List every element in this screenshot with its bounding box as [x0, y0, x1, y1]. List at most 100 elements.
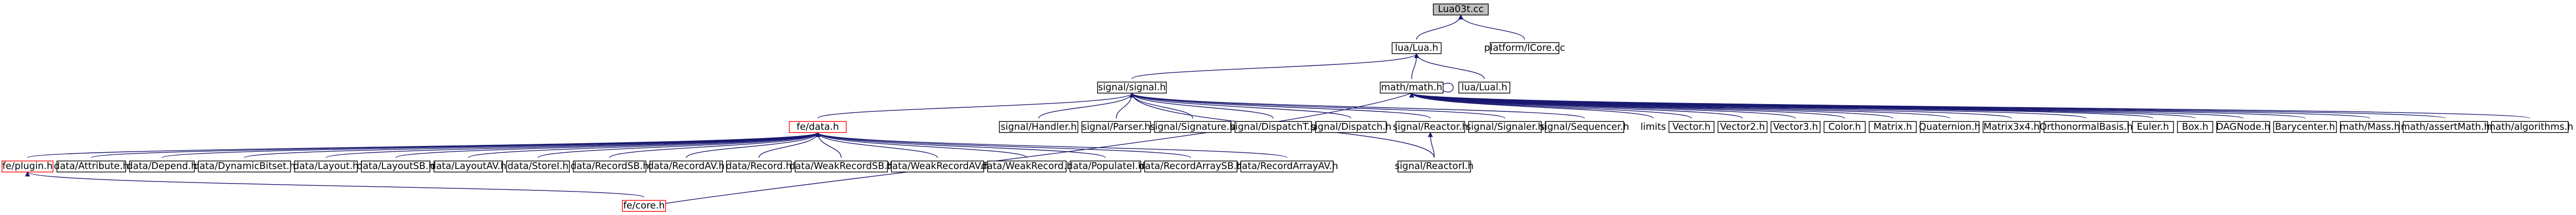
node-dagnode[interactable]: DAGNode.h: [2216, 121, 2270, 133]
node-matrix3x4[interactable]: Matrix3x4.h: [1983, 121, 2041, 133]
node-label-dWeak: data/WeakRecord.h: [981, 161, 1073, 172]
node-matrix[interactable]: Matrix.h: [1869, 121, 1917, 133]
node-fe[interactable]: fe/data.h: [789, 121, 847, 133]
edge-fe-to-dLayoutSB: [395, 132, 819, 159]
node-mathAlgo[interactable]: math/algorithms.h: [2486, 121, 2573, 133]
node-label-sSignaler: signal/Signaler.h: [1466, 121, 1544, 132]
node-mathMass[interactable]: math/Mass.h: [2340, 121, 2400, 133]
node-vector2[interactable]: Vector2.h: [1717, 121, 1768, 133]
node-box-lua_h: [1391, 42, 1442, 54]
node-box-mathMass: [2340, 121, 2400, 133]
node-label-lual: lua/Lual.h: [1461, 82, 1507, 93]
node-box-dWeak: [987, 160, 1067, 173]
node-label-sDispatchT: signal/DispatchT.h: [1230, 121, 1316, 132]
node-box-dWeakSB: [795, 160, 888, 173]
node-box-mathAssert: [2403, 121, 2488, 133]
node-dArraySB[interactable]: data/RecordArraySB.h: [1139, 160, 1243, 173]
node-dWeakSB[interactable]: data/WeakRecordSB.h: [789, 160, 893, 173]
node-box-root: [1432, 3, 1489, 16]
node-label-fePlugin: fe/plugin.h: [2, 161, 52, 172]
edge-math-self-loop: [1443, 83, 1454, 93]
edge-signal-to-fe: [817, 93, 1133, 119]
node-box-sSignature: [1154, 121, 1232, 133]
node-dPopulate[interactable]: data/PopulateI.h: [1067, 160, 1144, 173]
node-dStore[interactable]: data/StoreI.h: [506, 160, 570, 173]
node-sSignature[interactable]: signal/Signature.h: [1150, 121, 1235, 133]
edge-signal-to-sDispatchT: [1132, 93, 1274, 119]
node-box-vector3: [1770, 121, 1821, 133]
node-mathAssert[interactable]: math/assertMath.h: [2401, 121, 2490, 133]
node-dLayoutSB[interactable]: data/LayoutSB.h: [357, 160, 435, 173]
node-limits[interactable]: limits: [1640, 121, 1666, 132]
node-dWeakAV[interactable]: data/WeakRecordAV.h: [886, 160, 989, 173]
node-barycenter[interactable]: Barycenter.h: [2273, 121, 2337, 133]
edge-fe-to-dDepend: [161, 132, 819, 159]
node-box-sHandler: [999, 121, 1079, 133]
node-fePlugin[interactable]: fe/plugin.h: [2, 160, 54, 173]
node-lua_h[interactable]: lua/Lua.h: [1391, 42, 1442, 54]
node-color[interactable]: Color.h: [1823, 121, 1866, 133]
node-label-dDynBitset: data/DynamicBitset.h: [193, 161, 295, 172]
node-ortho[interactable]: OrthonormalBasis.h: [2039, 121, 2132, 133]
node-box-lual: [1458, 82, 1510, 94]
node-dDynBitset[interactable]: data/DynamicBitset.h: [193, 160, 295, 173]
node-label-color: Color.h: [1828, 121, 1861, 132]
node-sSignaler[interactable]: signal/Signaler.h: [1466, 121, 1544, 133]
edge-math-to-vector: [1411, 93, 1692, 119]
node-lual[interactable]: lua/Lual.h: [1458, 82, 1510, 94]
node-label-dWeakAV: data/WeakRecordAV.h: [886, 161, 988, 172]
node-quaternion[interactable]: Quaternion.h: [1919, 121, 1980, 133]
node-sParser[interactable]: signal/Parser.h: [1081, 121, 1151, 133]
node-box-dPopulate: [1069, 160, 1141, 173]
node-box-sSequencer: [1545, 121, 1624, 133]
node-box-sReactor: [1395, 121, 1465, 133]
node-dRecordAV[interactable]: data/RecordAV.h: [648, 160, 725, 173]
node-label-sDispatch: signal/Dispatch.h: [1310, 121, 1392, 132]
node-label-dPopulate: data/PopulateI.h: [1067, 161, 1144, 172]
node-dLayoutAV[interactable]: data/LayoutAV.h: [430, 160, 506, 173]
node-dLayout[interactable]: data/Layout.h: [293, 160, 358, 173]
edge-fePlugin-to-feCore: [27, 172, 645, 198]
node-dDepend[interactable]: data/Depend.h: [127, 160, 197, 173]
node-box-dArrayAV: [1240, 160, 1334, 173]
arrowhead-fePlugin-to-feCore: [25, 171, 30, 177]
edge-math-to-limits: [1411, 93, 1654, 119]
edge-fe-to-dLayout: [325, 132, 819, 159]
node-dAttribute[interactable]: data/Attribute.h: [54, 160, 129, 173]
node-dRecord[interactable]: data/Record.h: [726, 160, 792, 173]
node-sHandler[interactable]: signal/Handler.h: [999, 121, 1079, 133]
node-root[interactable]: Lua03t.cc: [1432, 3, 1489, 16]
node-box[interactable]: Box.h: [2177, 121, 2213, 133]
node-label-platform: platform/lCore.cc: [1484, 42, 1565, 53]
node-box-fePlugin: [2, 160, 54, 173]
node-feCore[interactable]: fe/core.h: [622, 200, 666, 212]
node-box-mathAlgo: [2491, 121, 2569, 133]
node-euler[interactable]: Euler.h: [2131, 121, 2174, 133]
node-signal[interactable]: signal/signal.h: [1097, 82, 1167, 94]
node-label-vector2: Vector2.h: [1720, 121, 1765, 132]
arrowhead-lua_h-to-lual: [1414, 53, 1419, 59]
node-sReactorI[interactable]: signal/ReactorI.h: [1395, 160, 1474, 173]
arrowhead-math-to-feCore: [1409, 92, 1415, 98]
node-box-vector: [1668, 121, 1715, 133]
node-math[interactable]: math/math.h: [1380, 82, 1444, 94]
node-vector[interactable]: Vector.h: [1668, 121, 1715, 133]
node-label-dRecordAV: data/RecordAV.h: [648, 161, 725, 172]
node-label-vector: Vector.h: [1672, 121, 1710, 132]
edge-signal-to-sHandler: [1038, 93, 1133, 119]
node-sDispatch[interactable]: signal/Dispatch.h: [1310, 121, 1392, 133]
node-vector3[interactable]: Vector3.h: [1770, 121, 1821, 133]
node-box-sDispatch: [1315, 121, 1387, 133]
node-dArrayAV[interactable]: data/RecordArrayAV.h: [1236, 160, 1338, 173]
graph-nodes: Lua03t.cc lua/Lua.h platform/lCore.cc signa…: [2, 3, 2573, 212]
node-sDispatchT[interactable]: signal/DispatchT.h: [1230, 121, 1316, 133]
edge-math-to-vector3: [1411, 93, 1796, 119]
node-sReactor[interactable]: signal/Reactor.h: [1393, 121, 1468, 133]
node-platform[interactable]: platform/lCore.cc: [1484, 42, 1565, 54]
node-box-dRecordSB: [573, 160, 647, 173]
node-dWeak[interactable]: data/WeakRecord.h: [981, 160, 1073, 173]
node-label-root: Lua03t.cc: [1438, 4, 1484, 15]
node-sSequencer[interactable]: signal/Sequencer.h: [1540, 121, 1629, 133]
node-dRecordSB[interactable]: data/RecordSB.h: [570, 160, 649, 173]
node-box-platform: [1489, 42, 1559, 54]
